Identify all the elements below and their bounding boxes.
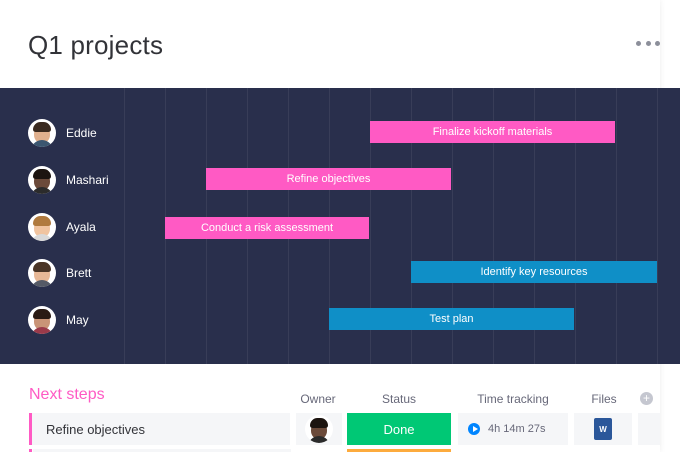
- time-tracking-cell[interactable]: 4h 14m 27s: [458, 413, 568, 445]
- person-name: Eddie: [66, 126, 97, 140]
- item-name-cell[interactable]: Refine objectives: [32, 413, 290, 445]
- status-label-next[interactable]: [347, 449, 451, 452]
- word-file-icon[interactable]: W: [594, 418, 612, 440]
- gantt-timeline: Eddie Mashari Ayala Brett May: [0, 88, 680, 364]
- gantt-bar[interactable]: Conduct a risk assessment: [165, 217, 369, 239]
- person-name: May: [66, 313, 89, 327]
- grid-line: [616, 88, 617, 364]
- grid-line: [657, 88, 658, 364]
- person-name: Brett: [66, 266, 92, 280]
- add-column-icon[interactable]: +: [640, 392, 653, 405]
- status-label[interactable]: Done: [347, 413, 451, 445]
- board-header: Q1 projects: [0, 0, 660, 88]
- grid-line: [124, 88, 125, 364]
- grid-line: [575, 88, 576, 364]
- column-header-files[interactable]: Files: [591, 392, 617, 406]
- avatar-may-icon: [28, 306, 56, 334]
- person-row: Mashari: [28, 165, 109, 195]
- owner-cell[interactable]: [296, 413, 342, 445]
- avatar-ayala-icon: [28, 213, 56, 241]
- avatar: [305, 415, 333, 443]
- grid-line: [370, 88, 371, 364]
- avatar-brett-icon: [28, 259, 56, 287]
- page-title: Q1 projects: [28, 30, 164, 60]
- group-color-bar: [29, 413, 32, 445]
- grid-line: [493, 88, 494, 364]
- gantt-bar[interactable]: Identify key resources: [411, 261, 657, 283]
- person-name: Mashari: [66, 173, 109, 187]
- grid-line: [534, 88, 535, 364]
- person-row: Ayala: [28, 212, 96, 242]
- grid-line: [452, 88, 453, 364]
- person-row: Eddie: [28, 118, 97, 148]
- column-header-owner[interactable]: Owner: [300, 392, 336, 406]
- files-cell[interactable]: W: [574, 413, 632, 445]
- play-icon[interactable]: [468, 423, 480, 435]
- column-header-status[interactable]: Status: [381, 392, 417, 406]
- item-name-cell[interactable]: [33, 449, 291, 452]
- group-color-bar: [29, 449, 32, 452]
- avatar-eddie-icon: [28, 119, 56, 147]
- next-steps-group: Next steps Owner Status Time tracking Fi…: [0, 364, 660, 452]
- time-tracked: 4h 14m 27s: [488, 423, 546, 435]
- gantt-bar[interactable]: Refine objectives: [206, 168, 451, 190]
- gantt-bar[interactable]: Test plan: [329, 308, 574, 330]
- grid-line: [411, 88, 412, 364]
- person-row: Brett: [28, 258, 91, 288]
- avatar-mashari-icon: [28, 166, 56, 194]
- person-row: May: [28, 305, 89, 335]
- more-options-icon[interactable]: [636, 34, 660, 52]
- item-name: Refine objectives: [46, 422, 145, 437]
- group-title[interactable]: Next steps: [29, 386, 105, 403]
- empty-cell: [638, 413, 660, 445]
- gantt-bar[interactable]: Finalize kickoff materials: [370, 121, 615, 143]
- column-header-time-tracking[interactable]: Time tracking: [477, 392, 549, 406]
- table-row[interactable]: Refine objectives Done 4h 14m 27s W: [29, 413, 660, 445]
- person-name: Ayala: [66, 220, 96, 234]
